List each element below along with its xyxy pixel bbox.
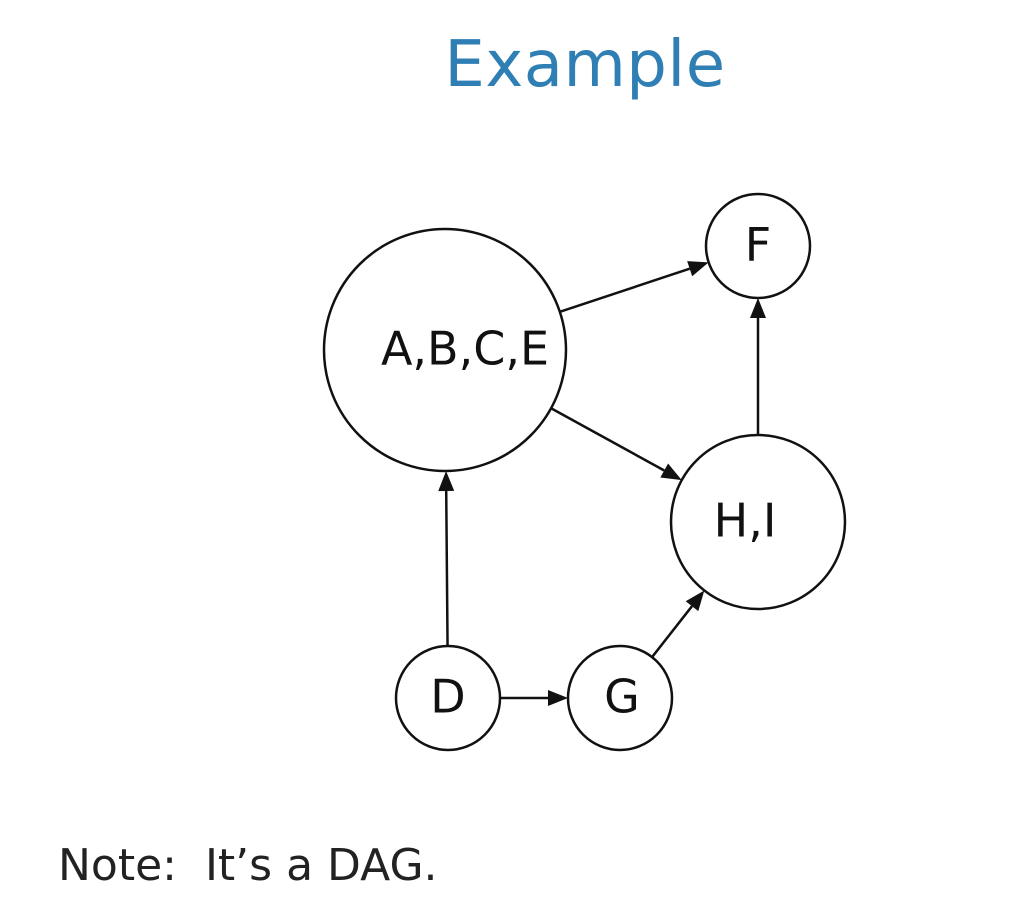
node-circle bbox=[704, 192, 812, 300]
edge-line bbox=[559, 267, 691, 314]
node-label: D bbox=[430, 670, 465, 724]
arrow-head-icon bbox=[438, 470, 455, 492]
arrow-head-icon bbox=[685, 590, 705, 612]
node-d: D bbox=[394, 644, 502, 752]
node-label: H,I bbox=[714, 494, 777, 548]
node-hi: H,I bbox=[669, 433, 847, 611]
edge-line bbox=[651, 605, 693, 658]
arrow-head-icon bbox=[687, 261, 709, 277]
edge-abce-to-f bbox=[559, 261, 709, 314]
node-g: G bbox=[566, 644, 674, 752]
edge-d-to-abce bbox=[438, 470, 455, 647]
node-abce: A,B,C,E bbox=[322, 227, 568, 473]
slide-title: Example bbox=[444, 28, 726, 102]
nodes-layer: A,B,C,E F H,I D G bbox=[322, 192, 847, 752]
node-circle bbox=[394, 644, 502, 752]
node-circle bbox=[322, 227, 568, 473]
note-text: Note: It’s a DAG. bbox=[58, 840, 438, 891]
edge-g-to-hi bbox=[651, 590, 705, 658]
arrow-head-icon bbox=[548, 690, 568, 706]
edge-line bbox=[550, 407, 665, 472]
node-label: A,B,C,E bbox=[381, 322, 549, 376]
edge-line bbox=[444, 490, 449, 647]
edges-layer bbox=[438, 261, 766, 706]
edge-hi-to-f bbox=[750, 298, 766, 435]
edge-abce-to-hi bbox=[550, 407, 682, 481]
node-circle bbox=[566, 644, 674, 752]
node-circle bbox=[669, 433, 847, 611]
node-f: F bbox=[704, 192, 812, 300]
arrow-head-icon bbox=[750, 298, 766, 318]
node-label: G bbox=[604, 670, 640, 724]
node-label: F bbox=[745, 218, 771, 272]
edge-d-to-g bbox=[500, 690, 568, 706]
arrow-head-icon bbox=[660, 463, 682, 481]
